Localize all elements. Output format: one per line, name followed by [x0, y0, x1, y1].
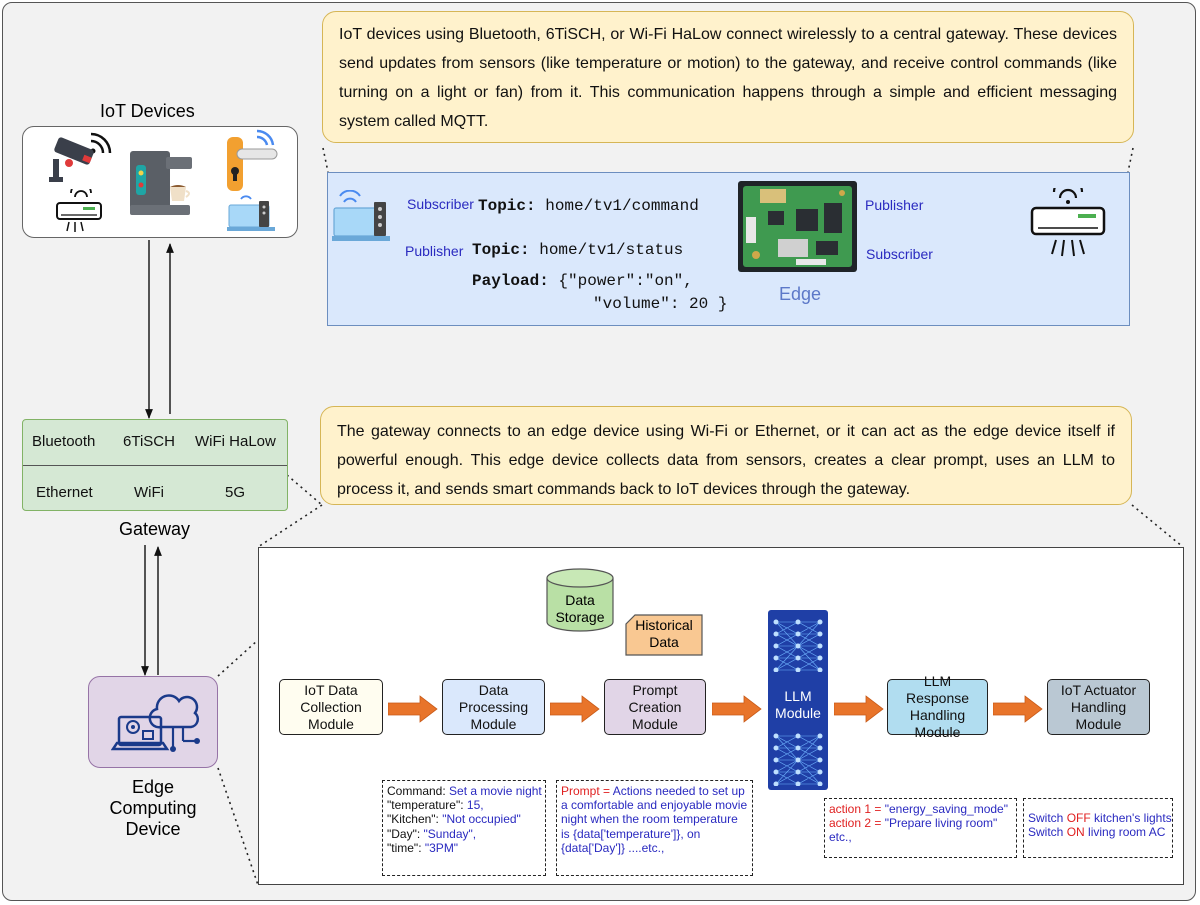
gateway-box — [22, 419, 288, 511]
topic-status: Topic: home/tv1/status — [472, 241, 684, 259]
topic-command: Topic: home/tv1/command — [478, 197, 699, 215]
flow-arrow — [834, 695, 884, 723]
smart-lock-icon — [227, 129, 278, 191]
protocol-ethernet: Ethernet — [36, 484, 93, 501]
smart-tv-icon — [227, 195, 275, 231]
iot-data-collection-module: IoT Data Collection Module — [279, 679, 383, 735]
protocol-bluetooth: Bluetooth — [32, 433, 96, 450]
payload-line-1: Payload: {"power":"on", — [472, 272, 693, 290]
protocol-5g: 5G — [225, 484, 246, 501]
edge-label: Edge — [779, 284, 822, 304]
flow-arrow — [550, 695, 600, 723]
mqtt-panel — [327, 172, 1130, 326]
right-publisher-label: Publisher — [865, 197, 924, 213]
left-publisher-label: Publisher — [405, 243, 464, 259]
edge-computing-device-title: Edge Computing Device — [109, 777, 197, 839]
llm-module: LLM Module — [768, 610, 828, 790]
air-conditioner-icon — [56, 189, 102, 232]
flow-arrow — [993, 695, 1043, 723]
prompt-creation-module: Prompt Creation Module — [604, 679, 706, 735]
right-subscriber-label: Subscriber — [866, 246, 933, 262]
protocol-wifi-halow: WiFi HaLow — [195, 433, 276, 450]
database-icon — [546, 568, 614, 632]
historical-data-label: Historical Data — [635, 617, 693, 650]
actuator-detail-box: Switch OFF kitchen's lights Switch ON li… — [1023, 798, 1173, 858]
neural-network-icon — [773, 619, 823, 672]
neural-network-icon — [773, 733, 823, 786]
llm-response-handling-module: LLM Response Handling Module — [887, 673, 988, 740]
security-camera-icon — [49, 132, 112, 182]
protocol-6tisch: 6TiSCH — [123, 433, 175, 450]
iot-devices-title: IoT Devices — [100, 101, 195, 121]
payload-line-2: "volume": 20 } — [593, 295, 728, 313]
note-mqtt-description: IoT devices using Bluetooth, 6TiSCH, or … — [322, 11, 1134, 143]
edge-computing-device-box — [88, 676, 218, 768]
prompt-detail-box: Prompt = Actions needed to set up a comf… — [556, 780, 753, 876]
smart-tv-icon — [332, 190, 390, 241]
flow-arrow — [388, 695, 438, 723]
historical-data-card — [625, 614, 703, 656]
air-conditioner-icon — [1030, 188, 1106, 257]
note-edge-description: The gateway connects to an edge device u… — [320, 406, 1132, 505]
data-processing-module: Data Processing Module — [442, 679, 545, 735]
flow-arrow — [712, 695, 762, 723]
iot-devices-box — [22, 126, 298, 238]
iot-actuator-handling-module: IoT Actuator Handling Module — [1047, 679, 1150, 735]
left-subscriber-label: Subscriber — [407, 196, 474, 212]
command-detail-box: Command: Set a movie night "temperature"… — [382, 780, 546, 876]
gateway-title: Gateway — [119, 519, 191, 539]
llm-module-label: LLM Module — [775, 688, 821, 721]
protocol-wifi: WiFi — [134, 484, 164, 501]
action-detail-box: action 1 = "energy_saving_mode" action 2… — [824, 798, 1017, 858]
data-storage-label: Data Storage — [555, 592, 605, 625]
coffee-machine-icon — [130, 151, 192, 215]
edge-board-icon — [738, 181, 857, 272]
cloud-computer-icon — [111, 694, 200, 752]
